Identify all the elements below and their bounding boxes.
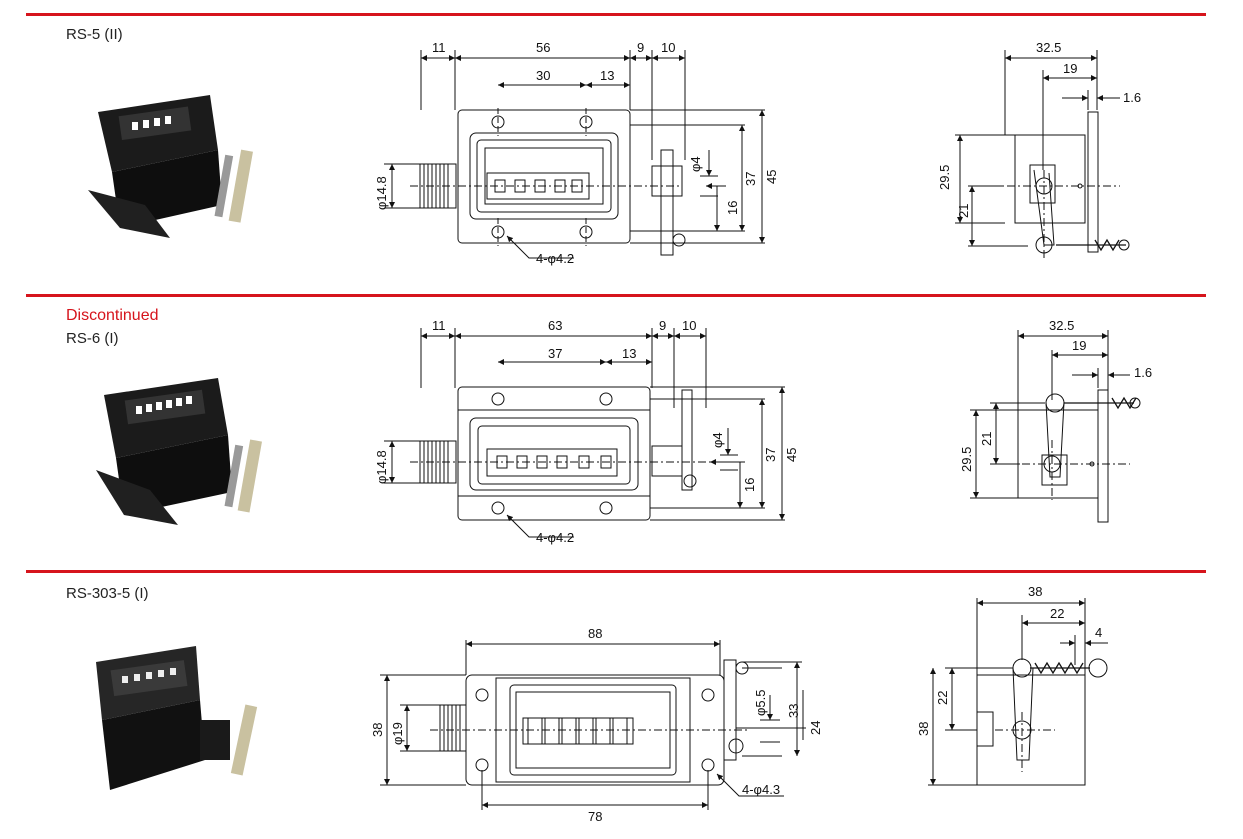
rs6-side-dim-h1: 29.5 xyxy=(959,447,974,472)
rs303-dim-38: 38 xyxy=(370,723,385,737)
rs5-side-dim-w1: 32.5 xyxy=(1036,40,1061,55)
rs5-side-dim-w3: 1.6 xyxy=(1123,90,1141,105)
section-divider-2 xyxy=(26,294,1206,297)
rs6-front-view xyxy=(384,328,785,538)
rs6-dim-hole: φ4 xyxy=(710,432,725,448)
rs303-dim-78: 78 xyxy=(588,809,602,824)
rs303-side-dim-w3: 4 xyxy=(1095,625,1102,640)
rs303-side-dim-w2: 22 xyxy=(1050,606,1064,621)
rs6-side-dim-w2: 19 xyxy=(1072,338,1086,353)
rs6-dim-63: 63 xyxy=(548,318,562,333)
rs303-side-dim-w1: 38 xyxy=(1028,584,1042,599)
rs6-dim-h37: 37 xyxy=(763,448,778,462)
rs6-side-dim-w3: 1.6 xyxy=(1134,365,1152,380)
rs303-side-dim-h1: 22 xyxy=(935,691,950,705)
rs5-dim-45: 45 xyxy=(764,170,779,184)
rs303-dim-hole: φ5.5 xyxy=(753,689,768,716)
rs303-front-view xyxy=(380,640,806,810)
rs5-side-dim-w2: 19 xyxy=(1063,61,1077,76)
rs303-dim-24: 24 xyxy=(808,721,823,735)
rs6-dim-13: 13 xyxy=(622,346,636,361)
rs303-side-view xyxy=(928,598,1108,786)
rs303-dim-shaft: φ19 xyxy=(390,722,405,745)
rs5-dim-9: 9 xyxy=(637,40,644,55)
rs6-dim-11: 11 xyxy=(432,318,446,333)
rs5-dim-30: 30 xyxy=(536,68,550,83)
rs303-dim-holes: 4-φ4.3 xyxy=(742,782,780,797)
rs6-side-dim-h2: 21 xyxy=(979,432,994,446)
discontinued-label: Discontinued xyxy=(66,307,159,324)
rs6-dim-shaft: φ14.8 xyxy=(374,450,389,484)
rs6-side-view xyxy=(970,330,1141,523)
rs5-dim-11: 11 xyxy=(432,40,446,55)
model-title-rs5: RS-5 (II) xyxy=(66,26,123,43)
rs6-dim-16: 16 xyxy=(742,478,757,492)
rs6-dim-holes: 4-φ4.2 xyxy=(536,530,574,545)
rs303-dim-33: 33 xyxy=(786,704,801,718)
model-title-rs6: RS-6 (I) xyxy=(66,330,119,347)
rs6-dim-9: 9 xyxy=(659,318,666,333)
rs5-dim-hole: φ4 xyxy=(688,156,703,172)
rs5-dim-16: 16 xyxy=(725,201,740,215)
model-title-rs303: RS-303-5 (I) xyxy=(66,585,149,602)
rs5-dim-56: 56 xyxy=(536,40,550,55)
rs6-side-dim-w1: 32.5 xyxy=(1049,318,1074,333)
rs6-dim-37: 37 xyxy=(548,346,562,361)
rs5-side-dim-h1: 29.5 xyxy=(937,165,952,190)
rs5-dim-13: 13 xyxy=(600,68,614,83)
rs5-side-dim-h2: 21 xyxy=(956,204,971,218)
rs6-dim-45: 45 xyxy=(784,448,799,462)
section-divider-3 xyxy=(26,570,1206,573)
rs303-dim-88: 88 xyxy=(588,626,602,641)
rs5-dim-10: 10 xyxy=(661,40,675,55)
rs303-side-dim-h2: 38 xyxy=(916,722,931,736)
rs5-dim-holes: 4-φ4.2 xyxy=(536,251,574,266)
rs5-dim-shaft: φ14.8 xyxy=(374,176,389,210)
section-divider-1 xyxy=(26,13,1206,16)
rs5-dim-37: 37 xyxy=(743,172,758,186)
rs5-side-view xyxy=(955,50,1130,260)
rs5-front-view xyxy=(384,50,765,259)
rs6-dim-10: 10 xyxy=(682,318,696,333)
